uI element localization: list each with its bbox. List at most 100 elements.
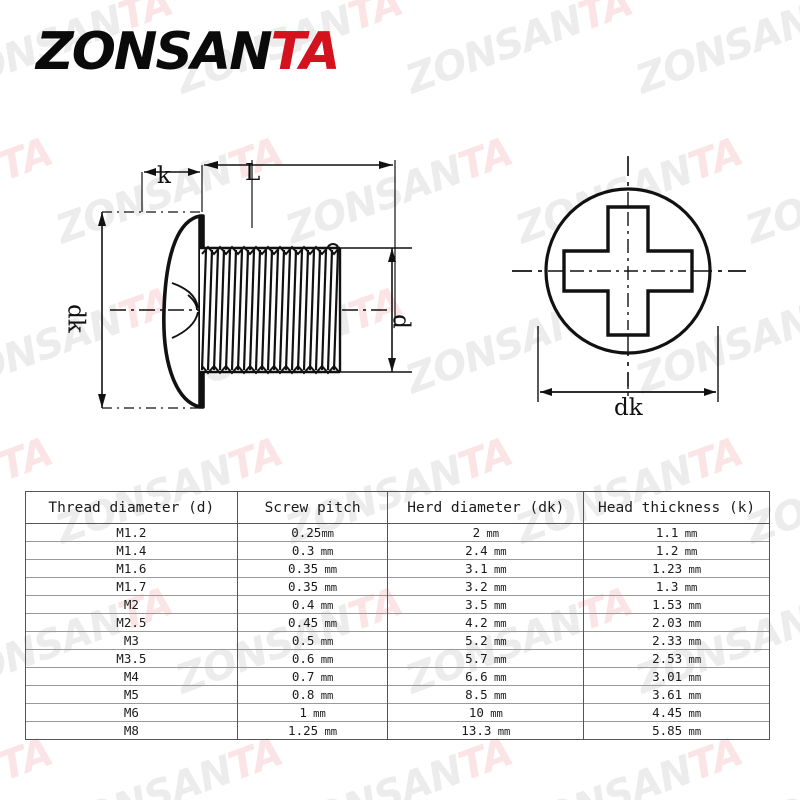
dim-label-L: L — [245, 160, 261, 186]
cell-head-thickness: 1.1 mm — [583, 523, 770, 542]
cell-thread-diameter: M6 — [25, 703, 238, 722]
cell-screw-pitch: 0.8 mm — [236, 685, 389, 704]
watermark-text-dark: ZONSAN — [630, 0, 800, 104]
cell-screw-pitch: 0.5 mm — [236, 631, 389, 650]
cell-head-diameter: 13.3 mm — [387, 721, 585, 740]
dim-label-k: k — [157, 163, 171, 189]
cell-head-thickness: 3.01 mm — [583, 667, 770, 686]
cell-screw-pitch: 0.3 mm — [236, 541, 389, 560]
unit-label: mm — [487, 582, 507, 594]
cell-screw-pitch: 0.35 mm — [236, 559, 389, 578]
cell-head-thickness: 1.53 mm — [583, 595, 770, 614]
unit-label: mm — [682, 726, 702, 738]
cell-head-diameter: 3.1 mm — [387, 559, 585, 578]
unit-label: mm — [487, 672, 507, 684]
unit-label: mm — [678, 582, 698, 594]
watermark-text-dark: ZONSAN — [740, 747, 800, 800]
brand-logo-dark-text: ZONSAN — [36, 22, 273, 82]
unit-label: mm — [314, 546, 334, 558]
cell-thread-diameter: M3 — [25, 631, 238, 650]
column-header-head-thickness: Head thickness (k) — [583, 491, 770, 524]
cell-head-thickness: 4.45 mm — [583, 703, 770, 722]
cell-thread-diameter: M1.2 — [25, 523, 238, 542]
cell-thread-diameter: M5 — [25, 685, 238, 704]
cell-head-thickness: 2.33 mm — [583, 631, 770, 650]
table-header-row: Thread diameter (d) Screw pitch Herd dia… — [25, 491, 770, 524]
cell-head-thickness: 3.61 mm — [583, 685, 770, 704]
unit-label: mm — [318, 618, 338, 630]
watermark-text-accent: TA — [572, 0, 639, 41]
watermark-text: ZONSANTA — [630, 0, 800, 103]
cell-head-diameter: 3.2 mm — [387, 577, 585, 596]
cell-screw-pitch: 1.25 mm — [236, 721, 389, 740]
watermark-text-dark: ZONSAN — [0, 447, 9, 554]
watermark-text-accent: TA — [342, 0, 409, 41]
unit-label: mm — [682, 618, 702, 630]
unit-label: mm — [682, 600, 702, 612]
cell-head-thickness: 1.3 mm — [583, 577, 770, 596]
unit-label: mm — [487, 618, 507, 630]
cell-screw-pitch: 0.6 mm — [236, 649, 389, 668]
cell-thread-diameter: M2 — [25, 595, 238, 614]
cell-screw-pitch: 0.4 mm — [236, 595, 389, 614]
unit-label: mm — [306, 708, 326, 720]
column-header-head-diameter: Herd diameter (dk) — [387, 491, 585, 524]
cell-head-thickness: 1.23 mm — [583, 559, 770, 578]
cell-thread-diameter: M3.5 — [25, 649, 238, 668]
unit-label: mm — [682, 708, 702, 720]
unit-label: mm — [487, 564, 507, 576]
unit-label: mm — [682, 564, 702, 576]
watermark-text-dark: ZONSAN — [0, 747, 8, 800]
dim-label-d: d — [387, 314, 414, 329]
brand-logo: ZONSANTA — [36, 26, 340, 78]
cell-thread-diameter: M1.7 — [25, 577, 238, 596]
cell-screw-pitch: 0.45 mm — [236, 613, 389, 632]
watermark-text: ZONSANTA — [400, 0, 638, 103]
column-header-thread-diameter: Thread diameter (d) — [25, 491, 238, 524]
dim-label-dk-side: dk — [62, 304, 89, 333]
unit-label: mm — [682, 672, 702, 684]
cell-screw-pitch: 0.25mm — [236, 523, 389, 542]
cell-head-thickness: 2.53 mm — [583, 649, 770, 668]
screw-specification-table: Thread diameter (d) Screw pitch Herd dia… — [25, 491, 770, 740]
cell-thread-diameter: M2.5 — [25, 613, 238, 632]
unit-label: mm — [682, 636, 702, 648]
unit-label: mm — [318, 726, 338, 738]
unit-label: mm — [487, 690, 507, 702]
unit-label: mm — [321, 528, 334, 540]
unit-label: mm — [318, 564, 338, 576]
unit-label: mm — [314, 600, 334, 612]
cell-head-diameter: 10 mm — [387, 703, 585, 722]
unit-label: mm — [314, 690, 334, 702]
cell-head-diameter: 3.5 mm — [387, 595, 585, 614]
cell-thread-diameter: M1.4 — [25, 541, 238, 560]
cell-head-diameter: 5.7 mm — [387, 649, 585, 668]
unit-label: mm — [487, 654, 507, 666]
unit-label: mm — [314, 636, 334, 648]
cell-thread-diameter: M1.6 — [25, 559, 238, 578]
unit-label: mm — [678, 528, 698, 540]
unit-label: mm — [491, 726, 511, 738]
unit-label: mm — [487, 600, 507, 612]
watermark-text-dark: ZONSAN — [50, 747, 238, 800]
cell-screw-pitch: 0.35 mm — [236, 577, 389, 596]
cell-head-diameter: 2.4 mm — [387, 541, 585, 560]
screw-side-view-drawing — [98, 160, 412, 409]
watermark-text-dark: ZONSAN — [280, 747, 468, 800]
cell-head-diameter: 4.2 mm — [387, 613, 585, 632]
cell-head-diameter: 8.5 mm — [387, 685, 585, 704]
column-header-screw-pitch: Screw pitch — [236, 491, 389, 524]
dim-label-dk-top: dk — [614, 395, 643, 421]
watermark-text-dark: ZONSAN — [510, 747, 698, 800]
